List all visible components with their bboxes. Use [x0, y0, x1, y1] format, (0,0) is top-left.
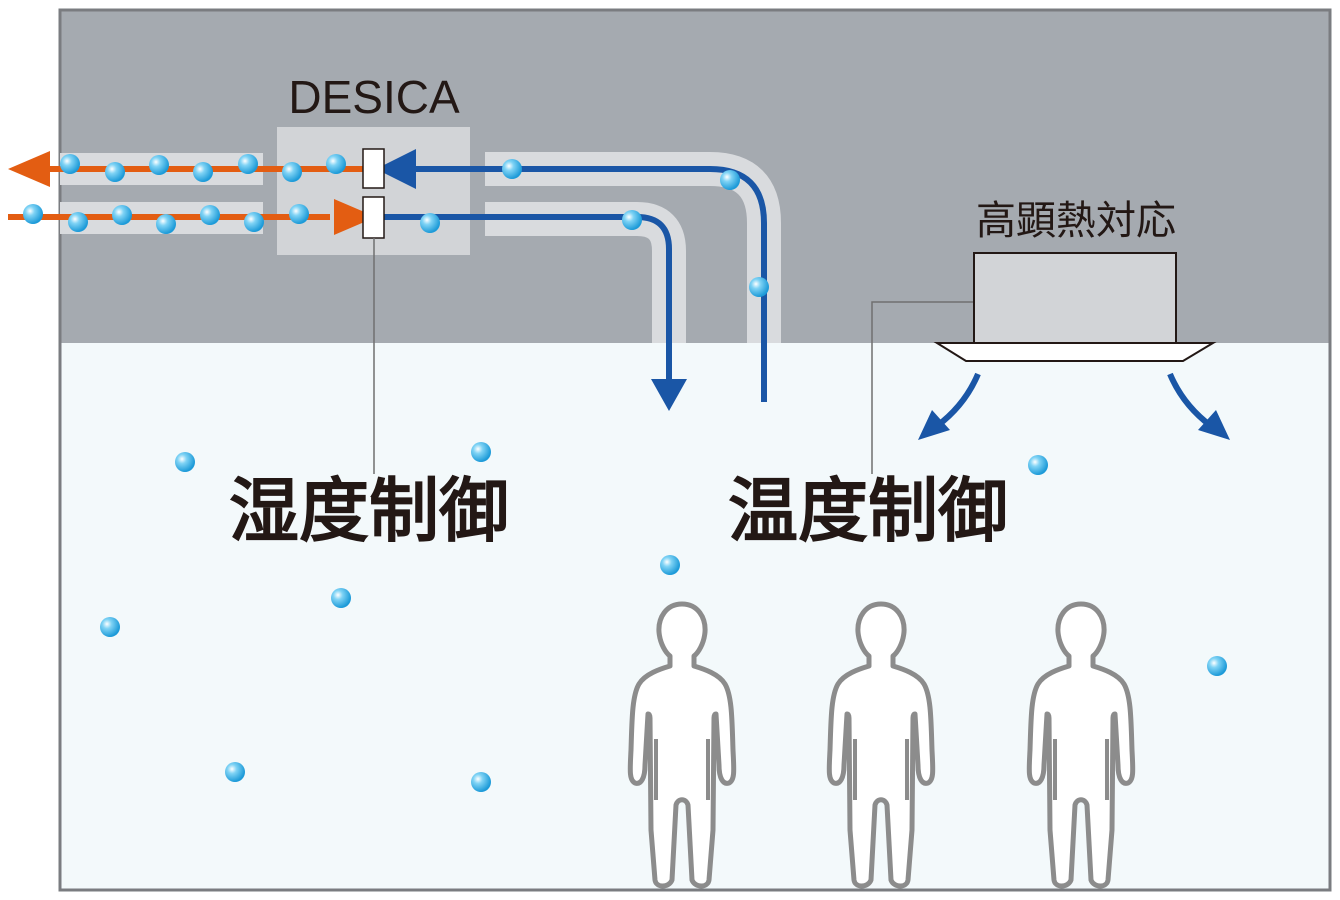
moisture-particle-icon — [471, 772, 491, 792]
moisture-particle-icon — [622, 210, 642, 230]
cassette-unit-body — [973, 252, 1177, 344]
moisture-particle-icon — [326, 154, 346, 174]
moisture-particle-icon — [105, 162, 125, 182]
frame-border — [58, 8, 1332, 892]
desica-label: DESICA — [288, 71, 460, 123]
moisture-particle-icon — [420, 213, 440, 233]
moisture-particle-icon — [244, 212, 264, 232]
moisture-particle-icon — [193, 162, 213, 182]
moisture-particle-icon — [749, 277, 769, 297]
moisture-particle-icon — [282, 162, 302, 182]
discharge-arrow-left-head — [918, 410, 950, 440]
moisture-particle-icon — [1207, 656, 1227, 676]
moisture-particle-icon — [720, 170, 740, 190]
sensor-box-upper — [362, 148, 385, 189]
supply-air-arrow-head — [651, 379, 687, 411]
moisture-particle-icon — [175, 452, 195, 472]
moisture-particle-icon — [68, 212, 88, 232]
moisture-particle-icon — [112, 205, 132, 225]
cassette-unit-label: 高顕熱対応 — [976, 198, 1176, 244]
moisture-particle-icon — [660, 555, 680, 575]
moisture-particle-icon — [149, 155, 169, 175]
exhaust-arrow-head — [8, 151, 50, 187]
moisture-particle-icon — [200, 205, 220, 225]
discharge-arrow-right-head — [1198, 410, 1230, 440]
moisture-particles — [23, 154, 1227, 792]
sensor-box-lower — [362, 196, 385, 239]
moisture-particle-icon — [100, 617, 120, 637]
return-air-arrow-head — [376, 149, 416, 189]
humidity-control-label: 湿度制御 — [229, 470, 509, 552]
moisture-particle-icon — [289, 204, 309, 224]
intake-arrow-head — [334, 199, 376, 235]
moisture-particle-icon — [331, 588, 351, 608]
moisture-particle-icon — [238, 154, 258, 174]
moisture-particle-icon — [471, 442, 491, 462]
moisture-particle-icon — [502, 159, 522, 179]
moisture-particle-icon — [156, 214, 176, 234]
moisture-particle-icon — [1028, 455, 1048, 475]
moisture-particle-icon — [225, 762, 245, 782]
temperature-control-label: 温度制御 — [728, 470, 1008, 552]
return-air-arrow — [412, 166, 767, 402]
moisture-particle-icon — [23, 204, 43, 224]
cassette-unit-panel — [933, 342, 1217, 362]
moisture-particle-icon — [60, 154, 80, 174]
